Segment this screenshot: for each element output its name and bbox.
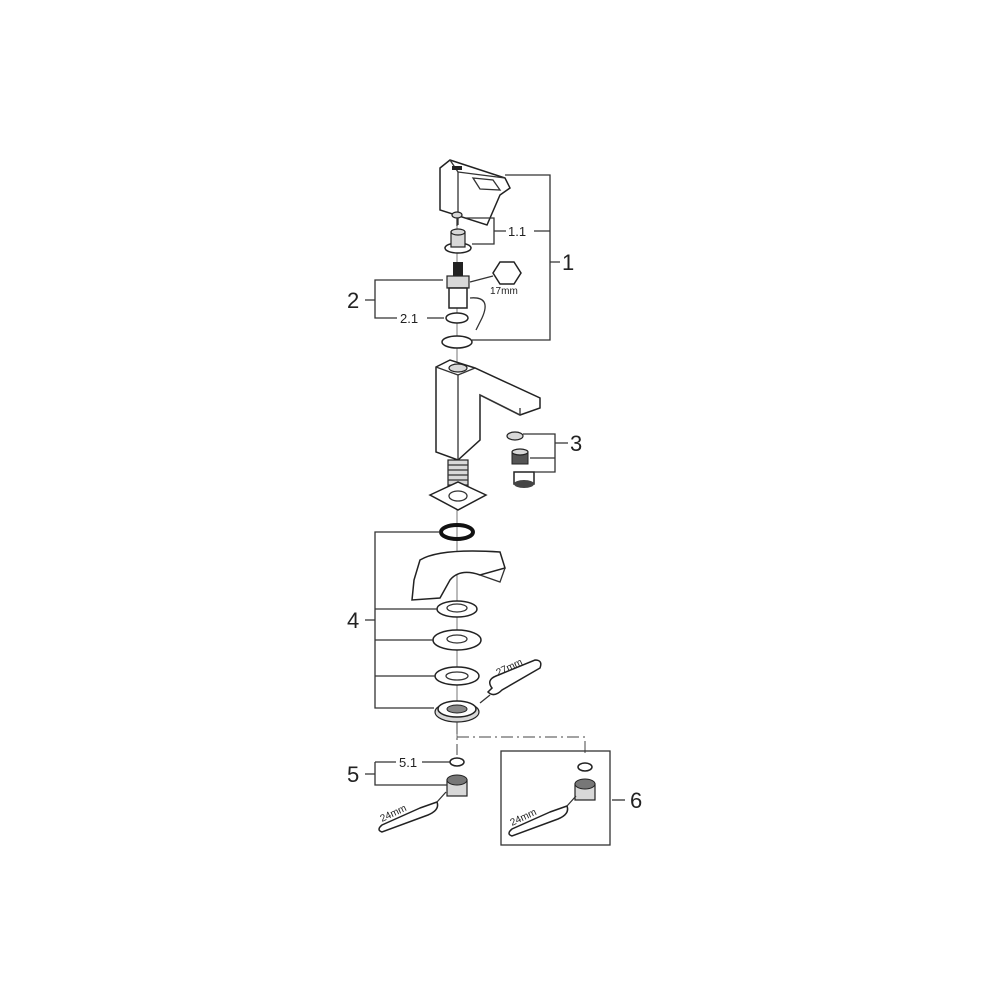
leader-1 <box>472 174 560 341</box>
leader-1-1 <box>465 217 550 245</box>
screw[interactable] <box>451 211 463 226</box>
seal-ring[interactable] <box>441 335 473 349</box>
mounting-nut[interactable] <box>434 700 480 723</box>
countertop-section <box>411 550 506 601</box>
label-part-3: 3 <box>570 431 582 456</box>
handle[interactable] <box>439 159 511 226</box>
alternative-link-line <box>456 722 586 757</box>
flat-washer[interactable] <box>432 629 482 651</box>
cartridge[interactable] <box>446 262 486 331</box>
connection-nut-6[interactable] <box>574 778 596 801</box>
label-part-2-1: 2.1 <box>400 311 418 326</box>
base-o-ring[interactable] <box>439 523 475 541</box>
label-part-5: 5 <box>347 762 359 787</box>
washer-5-1[interactable] <box>449 757 465 767</box>
washer-6[interactable] <box>577 762 593 772</box>
label-part-6: 6 <box>630 788 642 813</box>
base-flange[interactable] <box>428 481 488 511</box>
connection-nut-5[interactable] <box>446 774 468 797</box>
leader-3 <box>523 433 568 473</box>
label-part-2: 2 <box>347 288 359 313</box>
aerator-set[interactable] <box>506 431 535 488</box>
hex-17mm-icon <box>469 261 522 285</box>
label-part-1: 1 <box>562 250 574 275</box>
hex-size-label: 17mm <box>490 286 518 297</box>
handle-adapter[interactable] <box>444 228 472 254</box>
label-part-1-1: 1.1 <box>508 224 526 239</box>
wrench-24mm-icon <box>378 791 447 833</box>
leader-5 <box>365 761 450 786</box>
variant-6-box <box>500 750 611 846</box>
o-ring-2-1[interactable] <box>445 312 469 324</box>
wrench-27mm-icon <box>479 659 542 704</box>
label-part-4: 4 <box>347 608 359 633</box>
wrench-24mm-icon <box>508 795 577 837</box>
leader-4 <box>365 531 440 709</box>
label-part-5-1: 5.1 <box>399 755 417 770</box>
rubber-washer[interactable] <box>434 666 480 686</box>
leader-2 <box>365 279 444 319</box>
